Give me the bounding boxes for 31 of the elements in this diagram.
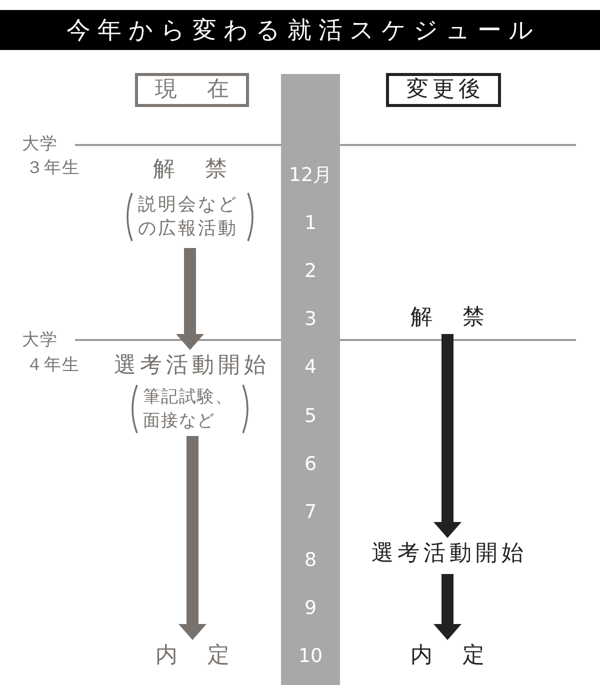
month-label: 6 xyxy=(303,452,318,477)
stage-note: 説明会などの広報活動 xyxy=(138,193,239,241)
arrow xyxy=(434,574,462,640)
column-header: 現 在 xyxy=(135,73,249,107)
month-label: 2 xyxy=(303,259,318,284)
month-label: 5 xyxy=(303,404,318,428)
arrow xyxy=(178,436,206,640)
month-label: 10 xyxy=(297,644,324,669)
arrow xyxy=(176,248,204,350)
stage-note: 筆記試験、面接など xyxy=(143,386,234,433)
month-label: 12月 xyxy=(288,163,334,188)
year-label: 大学 xyxy=(22,133,58,156)
year-label: ４年生 xyxy=(26,354,80,377)
month-label: 7 xyxy=(303,500,318,525)
month-label: 3 xyxy=(303,307,318,332)
stage-label: 内 定 xyxy=(154,642,234,670)
arrow xyxy=(434,334,462,538)
month-label: 9 xyxy=(303,596,318,621)
month-label: 4 xyxy=(303,355,318,380)
year-label: 大学 xyxy=(22,329,58,352)
stage-label: 解 禁 xyxy=(152,156,231,184)
year-label: ３年生 xyxy=(26,157,80,180)
title-banner: 今年から変わる就活スケジュール xyxy=(0,10,600,50)
stage-label: 選考活動開始 xyxy=(113,352,270,380)
month-label: 1 xyxy=(303,211,318,236)
month-label: 8 xyxy=(303,548,318,573)
stage-label: 選考活動開始 xyxy=(370,540,528,568)
stage-label: 内 定 xyxy=(410,642,488,670)
timeline-band xyxy=(281,74,340,685)
column-header: 変更後 xyxy=(386,73,501,107)
stage-label: 解 禁 xyxy=(410,304,488,332)
